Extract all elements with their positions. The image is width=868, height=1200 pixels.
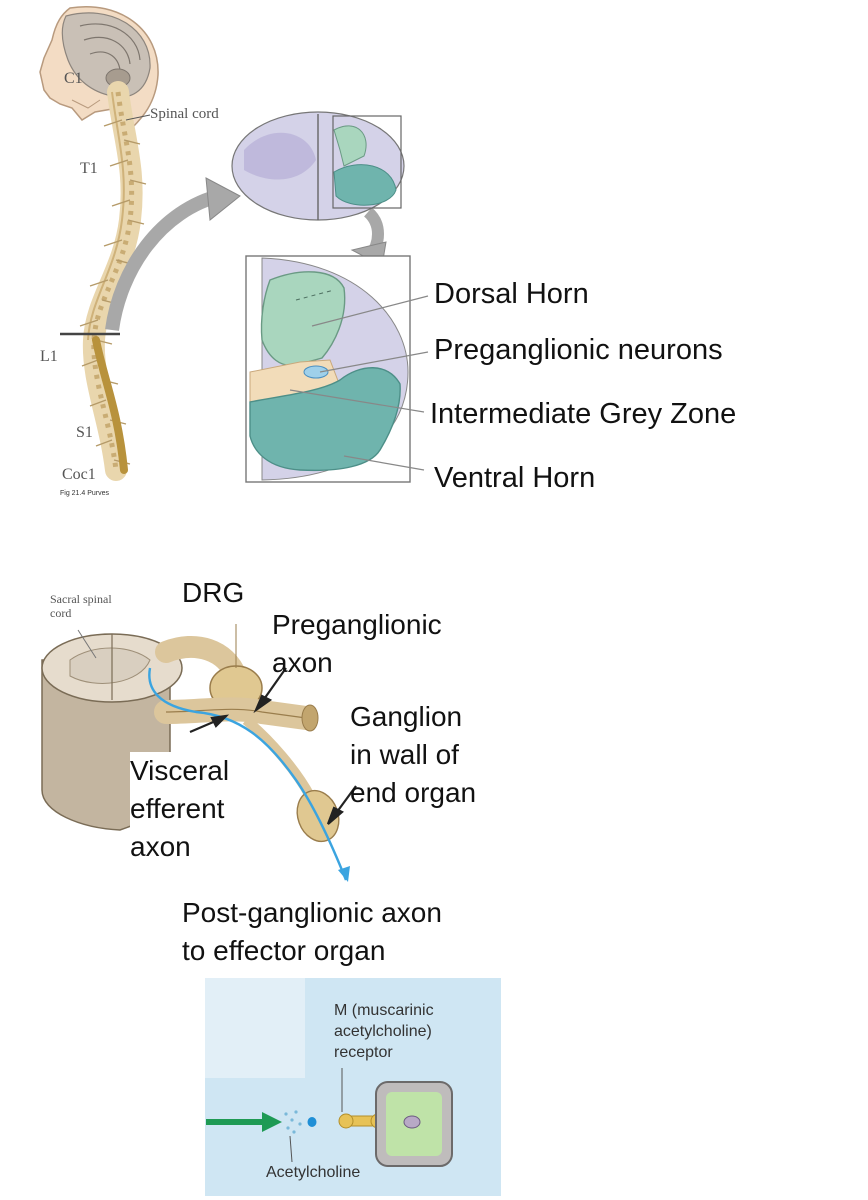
acetylcholine-dots	[284, 1110, 302, 1134]
ganglion-line-1: Ganglion	[350, 701, 463, 732]
receptor-label: M (muscarinic acetylcholine) receptor	[334, 1000, 434, 1063]
vertebra-label-c1: C1	[64, 70, 83, 87]
preganglionic-axon-label: Preganglionic axon	[272, 606, 442, 682]
postganglionic-line-2: to effector organ	[182, 935, 386, 966]
callout-dorsal-horn: Dorsal Horn	[434, 278, 589, 310]
vertebra-label-coc1: Coc1	[62, 466, 96, 483]
arrow-head-icon	[205, 177, 241, 221]
efferent-axon-path	[148, 667, 348, 881]
visceral-line-2: efferent	[130, 793, 225, 824]
visceral-line-3: axon	[130, 831, 191, 862]
visceral-efferent-label: Visceral efferent axon	[130, 752, 236, 866]
acetylcholine-label: Acetylcholine	[266, 1164, 361, 1181]
ganglion-line-2: in wall of	[350, 739, 459, 770]
sacral-cord-line-2: cord	[50, 606, 72, 620]
curved-arrow-to-section	[105, 188, 224, 331]
vertebra-label-t1: T1	[80, 160, 98, 177]
callout-preganglionic-neurons: Preganglionic neurons	[434, 334, 723, 366]
sacral-cord-label: Sacral spinal cord	[50, 592, 112, 620]
preganglionic-axon-line-2: axon	[272, 647, 333, 678]
drg-label: DRG	[182, 577, 245, 608]
visceral-line-1: Visceral	[130, 755, 230, 786]
ganglion-line-3: end organ	[350, 777, 477, 808]
vertebral-column	[60, 81, 147, 481]
figure-credit: Fig 21.4 Purves	[60, 490, 110, 497]
postganglionic-line-1: Post-ganglionic axon	[182, 897, 442, 928]
spinal-cord-label: Spinal cord	[150, 106, 219, 122]
axon-arrow-icon	[338, 866, 350, 882]
cord-cross-section	[231, 111, 405, 221]
sacral-cord-line-1: Sacral spinal	[50, 592, 112, 606]
postganglionic-label: Post-ganglionic axon to effector organ	[182, 894, 442, 970]
ganglion-label: Ganglion in wall of end organ	[350, 698, 476, 812]
callout-leaders	[289, 295, 429, 471]
vertebra-label-s1: S1	[76, 424, 93, 441]
preganglionic-axon-line-1: Preganglionic	[272, 609, 442, 640]
receptor-line-2: acetylcholine)	[334, 1023, 432, 1040]
head-illustration	[39, 6, 159, 132]
pointer-arrows	[189, 667, 357, 825]
receptor-line-3: receptor	[334, 1044, 393, 1061]
enlarged-hemicord	[245, 255, 411, 483]
receptor-inset	[205, 978, 501, 1196]
callout-intermediate-grey-zone: Intermediate Grey Zone	[430, 398, 737, 430]
callout-ventral-horn: Ventral Horn	[434, 462, 596, 494]
receptor-line-1: M (muscarinic	[334, 1002, 434, 1019]
vertebra-label-l1: L1	[40, 348, 58, 365]
